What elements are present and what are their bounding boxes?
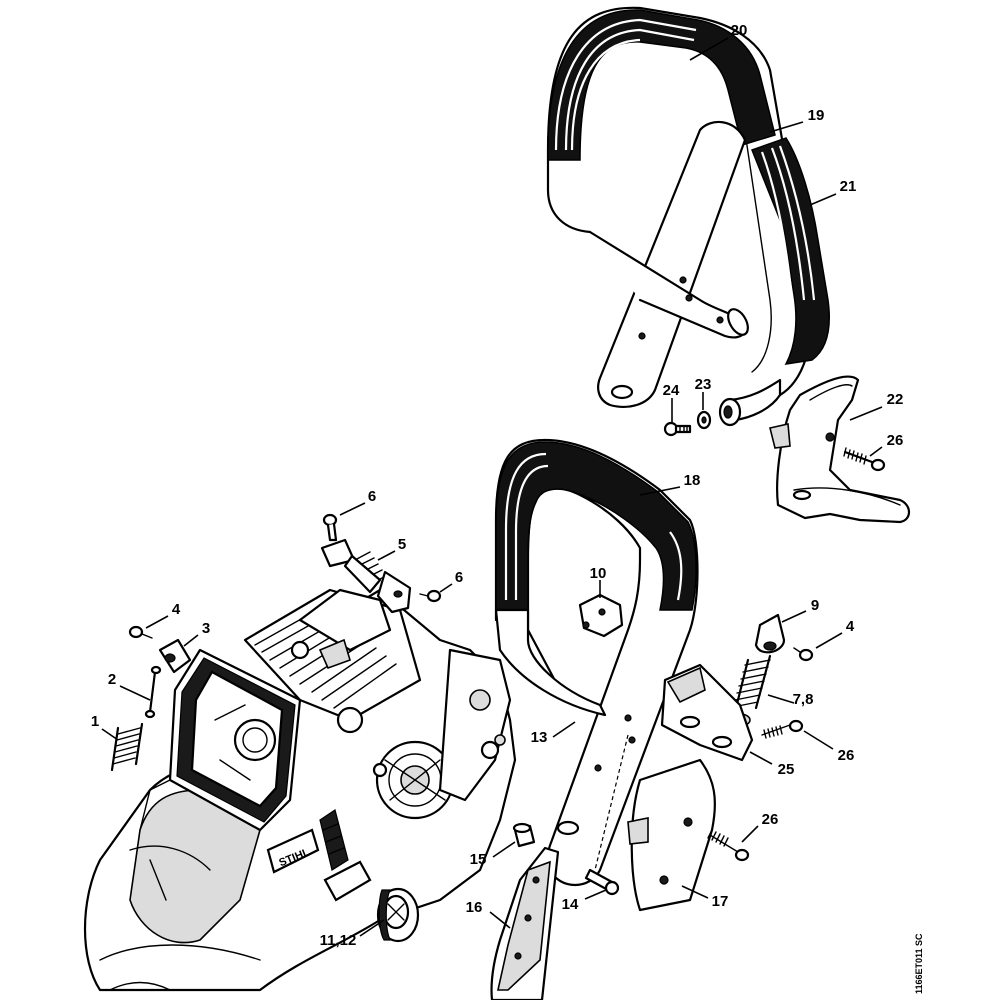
bushing-15: [512, 822, 536, 848]
callout-c1112: 11,12: [320, 932, 357, 949]
upper-handlebar-assembly: [546, 6, 830, 427]
screw-26-upper: [843, 447, 886, 472]
washer-23: [696, 410, 712, 430]
nut-10: [578, 593, 624, 638]
screw-14: [584, 868, 620, 896]
screw-26-middle: [761, 719, 804, 739]
callout-c10: 10: [590, 565, 607, 582]
callout-c18: 18: [684, 472, 701, 489]
callout-c6b: 6: [455, 569, 463, 586]
callout-c26b: 26: [838, 747, 855, 764]
bracket-22: [769, 375, 911, 524]
screw-24: [663, 421, 692, 437]
cover-17: [627, 758, 716, 912]
callout-c25: 25: [778, 761, 795, 778]
callout-c23: 23: [695, 376, 712, 393]
callout-c15: 15: [470, 851, 487, 868]
callout-c6a: 6: [368, 488, 376, 505]
callout-c1: 1: [91, 713, 99, 730]
saw-body: STIHL: [83, 588, 517, 992]
callout-c78: 7,8: [793, 691, 814, 708]
callout-c24: 24: [663, 382, 680, 399]
part-16: [490, 846, 560, 1000]
screw-6-top: [322, 513, 338, 542]
cap-9: [754, 613, 786, 654]
pin-2: [144, 665, 162, 719]
callout-c20: 20: [731, 22, 748, 39]
screw-26-lower: [707, 829, 750, 862]
callout-c21: 21: [840, 178, 857, 195]
callout-c26a: 26: [887, 432, 904, 449]
callout-labels: 20 19 21 24 23 22 26 18 6 5 6 10 9 4 3 4 2 7,8 1 13 26 25 26 15…: [91, 22, 904, 949]
leader-lines: [101, 37, 883, 937]
callout-c22: 22: [887, 391, 904, 408]
callout-c4b: 4: [846, 618, 855, 635]
callout-c3: 3: [202, 620, 210, 637]
callout-c2: 2: [108, 671, 116, 688]
callout-c9: 9: [811, 597, 819, 614]
spring-1: [110, 722, 144, 772]
callout-c26c: 26: [762, 811, 779, 828]
assembly-line: [594, 734, 629, 871]
callout-c5: 5: [398, 536, 406, 553]
mount-3: [158, 638, 192, 674]
buffer-5: [320, 538, 412, 614]
callout-c14: 14: [562, 896, 579, 913]
screw-6-side: [419, 589, 442, 603]
screw-4-left: [128, 625, 153, 639]
callout-c19: 19: [808, 107, 825, 124]
callout-c17: 17: [712, 893, 729, 910]
callout-c4a: 4: [172, 601, 181, 618]
reference-code: 1166ET011 SC: [914, 933, 924, 994]
callout-c16: 16: [466, 899, 483, 916]
bracket-25: [660, 663, 754, 762]
callout-c13: 13: [531, 729, 548, 746]
cap-11-12: [376, 887, 420, 943]
screw-4-right: [793, 647, 814, 662]
